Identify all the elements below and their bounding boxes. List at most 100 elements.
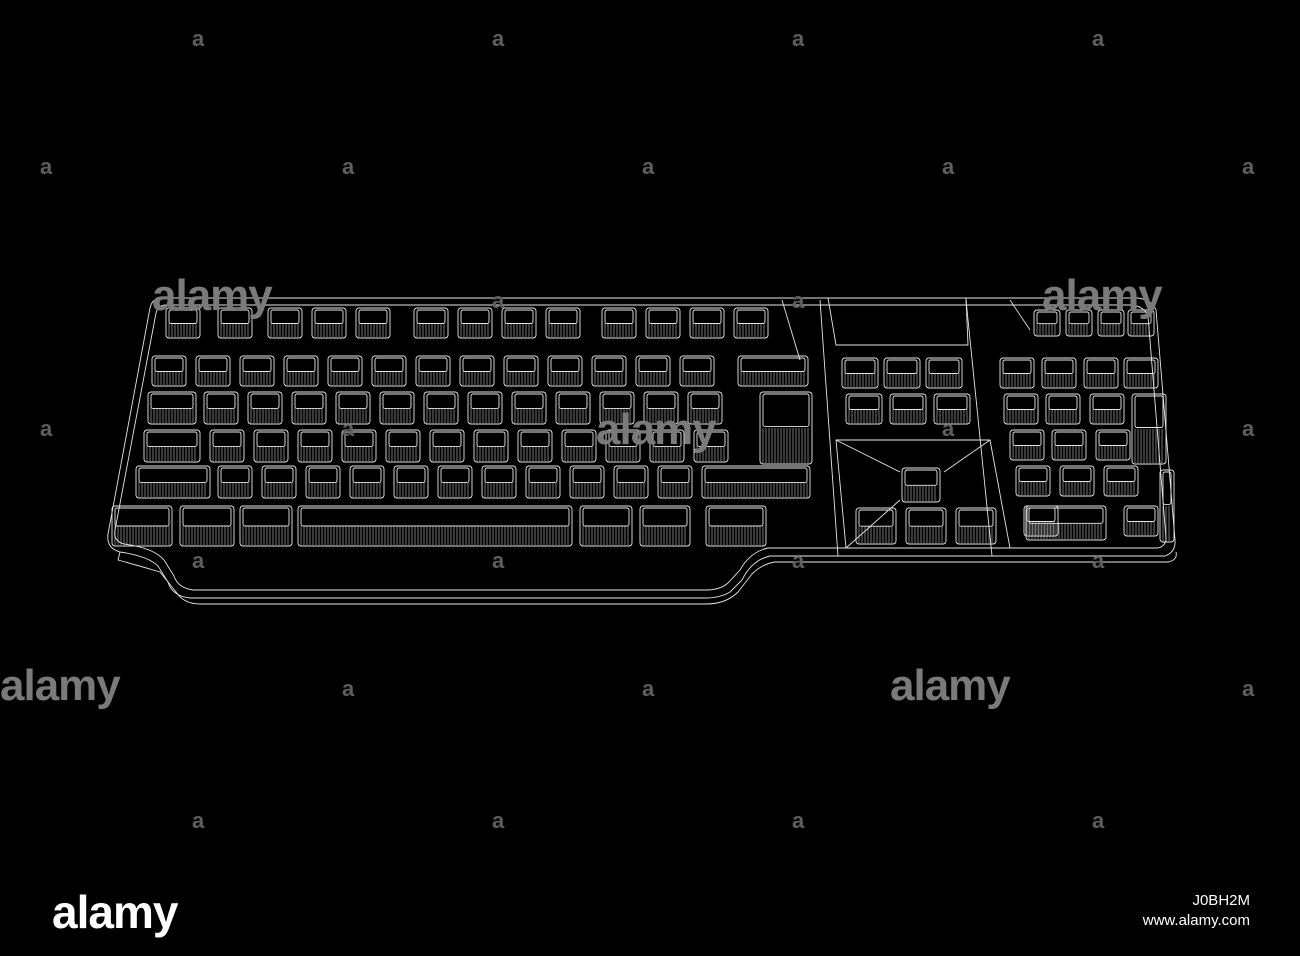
watermark-mark: a xyxy=(492,548,505,573)
function-key xyxy=(501,307,537,339)
key xyxy=(437,465,473,499)
key xyxy=(253,429,289,463)
numpad-zero-key xyxy=(1025,505,1107,541)
nav-key xyxy=(841,357,879,389)
key xyxy=(561,429,597,463)
numpad-key xyxy=(1051,429,1087,461)
space-bar xyxy=(297,505,573,547)
watermark-mark: a xyxy=(492,26,505,51)
watermark-mark: a xyxy=(342,416,355,441)
key xyxy=(415,355,451,387)
divider-line xyxy=(1009,299,1031,331)
alt-key xyxy=(579,505,633,547)
function-key xyxy=(413,307,449,339)
key xyxy=(657,465,693,499)
caps-lock-key xyxy=(143,429,201,463)
function-key xyxy=(267,307,303,339)
numpad-key xyxy=(1041,357,1077,389)
numpad-plus-key xyxy=(1131,393,1167,465)
nav-key xyxy=(845,393,883,425)
key xyxy=(613,465,649,499)
key xyxy=(341,429,377,463)
key xyxy=(385,429,421,463)
image-id: J0BH2M xyxy=(1192,892,1250,909)
arrow-key xyxy=(855,507,897,545)
watermark-mark: a xyxy=(192,808,205,833)
numpad-key xyxy=(1003,393,1039,425)
watermark-mark: a xyxy=(1092,808,1105,833)
function-key xyxy=(545,307,581,339)
key xyxy=(687,391,723,425)
keyboard-wireframe xyxy=(107,297,1177,605)
function-key xyxy=(689,307,725,339)
function-key xyxy=(1033,309,1061,337)
key xyxy=(643,391,679,425)
watermark-mark: a xyxy=(492,808,505,833)
key xyxy=(335,391,371,425)
divider-line xyxy=(781,299,801,361)
watermark-mark: a xyxy=(192,548,205,573)
watermark-logo: alamy xyxy=(890,661,1011,710)
watermark-mark: a xyxy=(792,808,805,833)
function-key xyxy=(1097,309,1125,337)
numpad-key xyxy=(1045,393,1081,425)
function-key xyxy=(165,307,201,339)
watermark-mark: a xyxy=(1242,676,1255,701)
key xyxy=(429,429,465,463)
numpad-enter-key xyxy=(1159,469,1175,543)
shift-key xyxy=(701,465,811,499)
arrow-key xyxy=(905,507,947,545)
key xyxy=(555,391,591,425)
function-key xyxy=(457,307,493,339)
arrow-up-key xyxy=(901,467,941,503)
watermark-mark: a xyxy=(342,676,355,701)
numpad-key xyxy=(1009,429,1045,461)
keyboard-case-edge xyxy=(117,551,1177,605)
key xyxy=(203,391,239,425)
watermark-mark: a xyxy=(942,154,955,179)
key xyxy=(305,465,341,499)
key xyxy=(649,429,685,463)
key xyxy=(525,465,561,499)
numpad-key xyxy=(1103,465,1139,497)
divider-line xyxy=(819,299,839,557)
numpad-key xyxy=(1123,505,1159,537)
key xyxy=(679,355,715,387)
numpad-key xyxy=(1015,465,1051,497)
watermark-mark: a xyxy=(1092,548,1105,573)
watermark-logo: alamy xyxy=(596,405,717,454)
key xyxy=(371,355,407,387)
key xyxy=(517,429,553,463)
key xyxy=(635,355,671,387)
watermark-mark: a xyxy=(492,288,505,313)
key xyxy=(459,355,495,387)
key xyxy=(591,355,627,387)
watermark-mark: a xyxy=(792,26,805,51)
keyboard-case-top xyxy=(107,297,1176,599)
key xyxy=(569,465,605,499)
nav-key xyxy=(889,393,927,425)
key xyxy=(423,391,459,425)
menu-key xyxy=(639,505,691,547)
site-url: www.alamy.com xyxy=(1142,912,1250,929)
key xyxy=(473,429,509,463)
numpad-key xyxy=(1123,357,1159,389)
status-panel xyxy=(827,297,969,346)
function-key xyxy=(733,307,769,339)
tab-key xyxy=(147,391,197,425)
function-key xyxy=(1127,309,1155,337)
key xyxy=(217,465,253,499)
key xyxy=(297,429,333,463)
nav-key xyxy=(925,357,963,389)
function-key xyxy=(311,307,347,339)
watermark-mark: a xyxy=(942,416,955,441)
watermark-logo: alamy xyxy=(1042,271,1163,320)
watermark-mark: a xyxy=(192,26,205,51)
win-key xyxy=(179,505,235,547)
shift-key xyxy=(135,465,211,499)
watermark-logo: alamy xyxy=(152,271,273,320)
key xyxy=(195,355,231,387)
key xyxy=(349,465,385,499)
function-key xyxy=(355,307,391,339)
